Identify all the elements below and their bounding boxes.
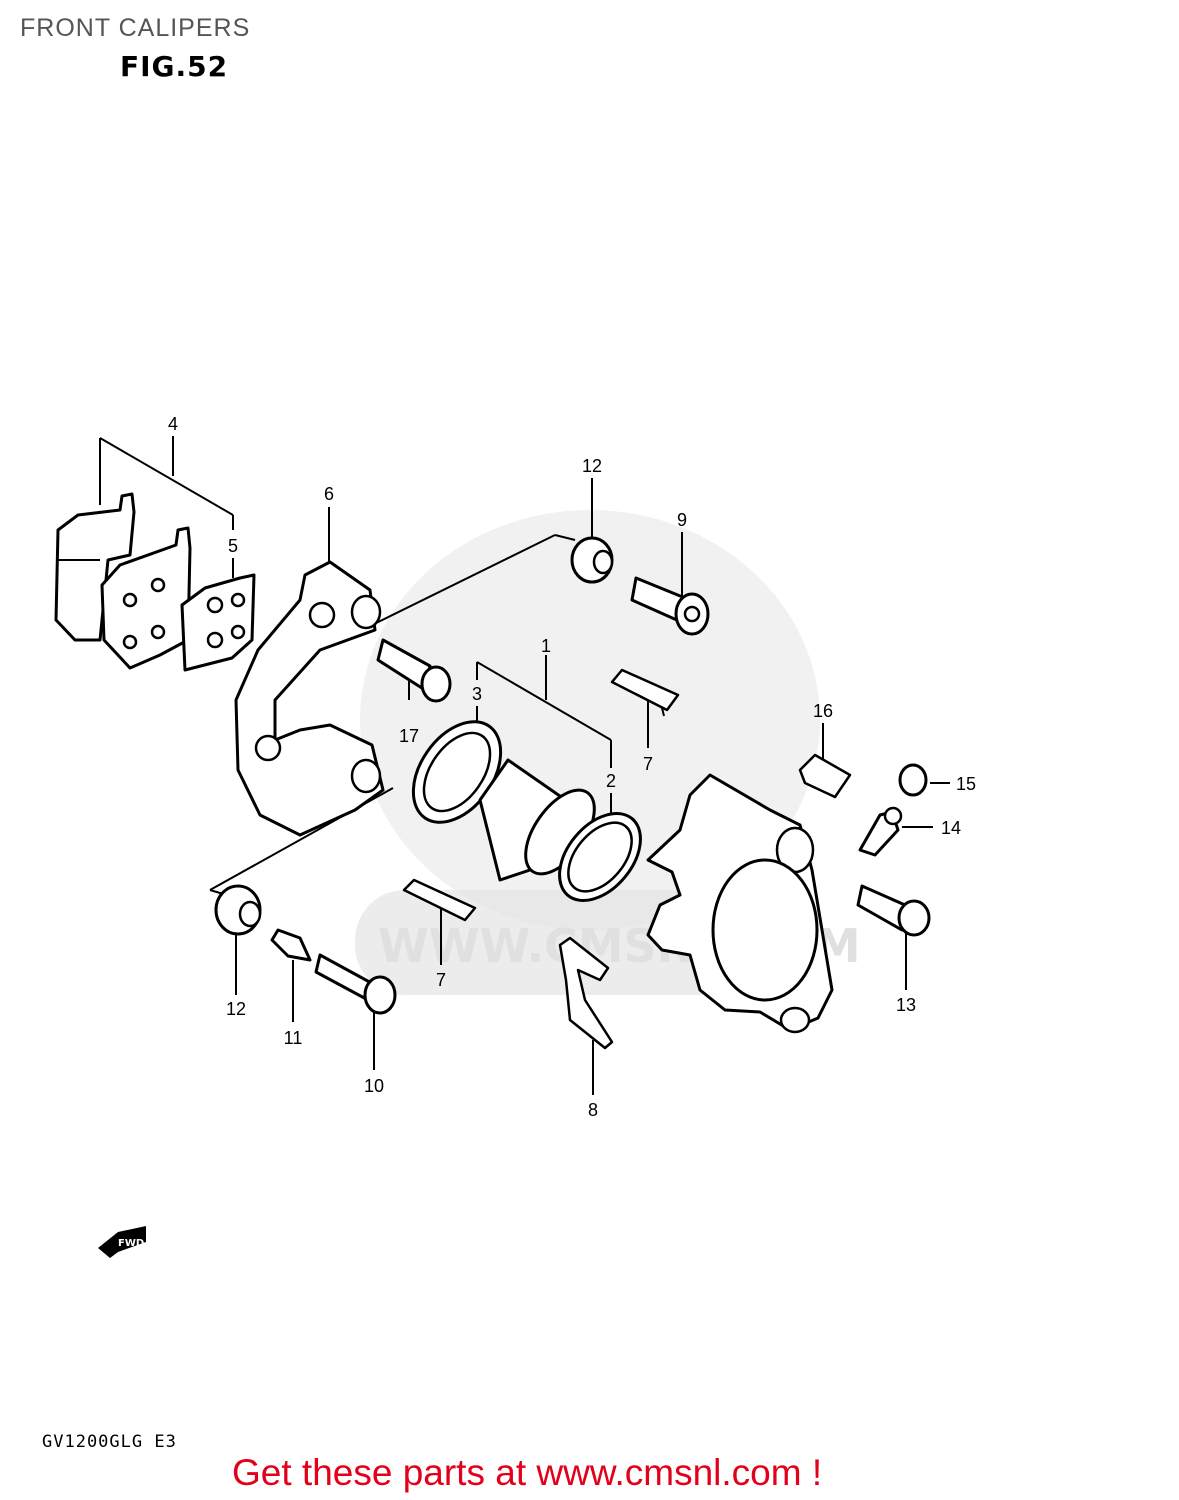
callout-12-upper: 12 xyxy=(582,456,602,476)
callout-15: 15 xyxy=(956,774,976,794)
callout-17: 17 xyxy=(399,726,419,746)
caliper-bracket xyxy=(234,560,385,837)
sleeve-11 xyxy=(270,928,312,962)
figure-number: FIG.52 xyxy=(120,50,229,83)
dust-seal-2 xyxy=(558,812,642,902)
page-title: FRONT CALIPERS xyxy=(20,14,251,42)
callouts: 1 2 3 4 5 6 7 7 8 9 10 11 12 12 13 14 15… xyxy=(168,414,976,1120)
callout-7-lower: 7 xyxy=(436,970,446,990)
brake-pad-inner xyxy=(100,526,192,670)
caliper-body xyxy=(646,773,834,1034)
pad-spring-16 xyxy=(798,753,852,799)
bleeder-cap-15 xyxy=(898,763,928,797)
callout-10: 10 xyxy=(364,1076,384,1096)
fwd-arrow-icon: FWD xyxy=(98,1226,146,1258)
callout-11: 11 xyxy=(284,1028,303,1048)
bleeder-valve-14 xyxy=(858,806,903,857)
boot-upper xyxy=(570,536,614,584)
brake-pad-outer xyxy=(54,492,136,642)
callout-1: 1 xyxy=(541,636,551,656)
caliper-bolt-17 xyxy=(376,638,452,703)
callout-9: 9 xyxy=(677,510,687,530)
callout-8: 8 xyxy=(588,1100,598,1120)
callout-12-lower: 12 xyxy=(226,999,246,1019)
callout-2: 2 xyxy=(606,771,616,791)
pad-spring-8 xyxy=(558,936,614,1050)
boot-lower-12 xyxy=(214,884,262,936)
sleeve-pin-10 xyxy=(314,953,397,1015)
svg-text:FWD: FWD xyxy=(118,1238,144,1249)
callout-4: 4 xyxy=(168,414,178,434)
callout-7-upper: 7 xyxy=(643,754,653,774)
sleeve-pin-upper xyxy=(630,576,710,636)
pad-spring-7-upper xyxy=(610,668,680,717)
callout-16: 16 xyxy=(813,701,833,721)
callout-6: 6 xyxy=(324,484,334,504)
callout-13: 13 xyxy=(896,995,916,1015)
pad-spring-7-lower xyxy=(402,878,477,922)
caliper-bolt-13 xyxy=(856,884,931,937)
promo-link[interactable]: Get these parts at www.cmsnl.com ! xyxy=(232,1452,823,1493)
piston-1 xyxy=(478,758,596,882)
leader-lines xyxy=(99,436,950,1095)
model-code: GV1200GLG E3 xyxy=(42,1432,177,1452)
callout-5: 5 xyxy=(228,536,238,556)
callout-3: 3 xyxy=(472,684,482,704)
callout-14: 14 xyxy=(941,818,961,838)
pad-shim xyxy=(180,573,256,672)
piston-seal-3 xyxy=(411,720,503,824)
